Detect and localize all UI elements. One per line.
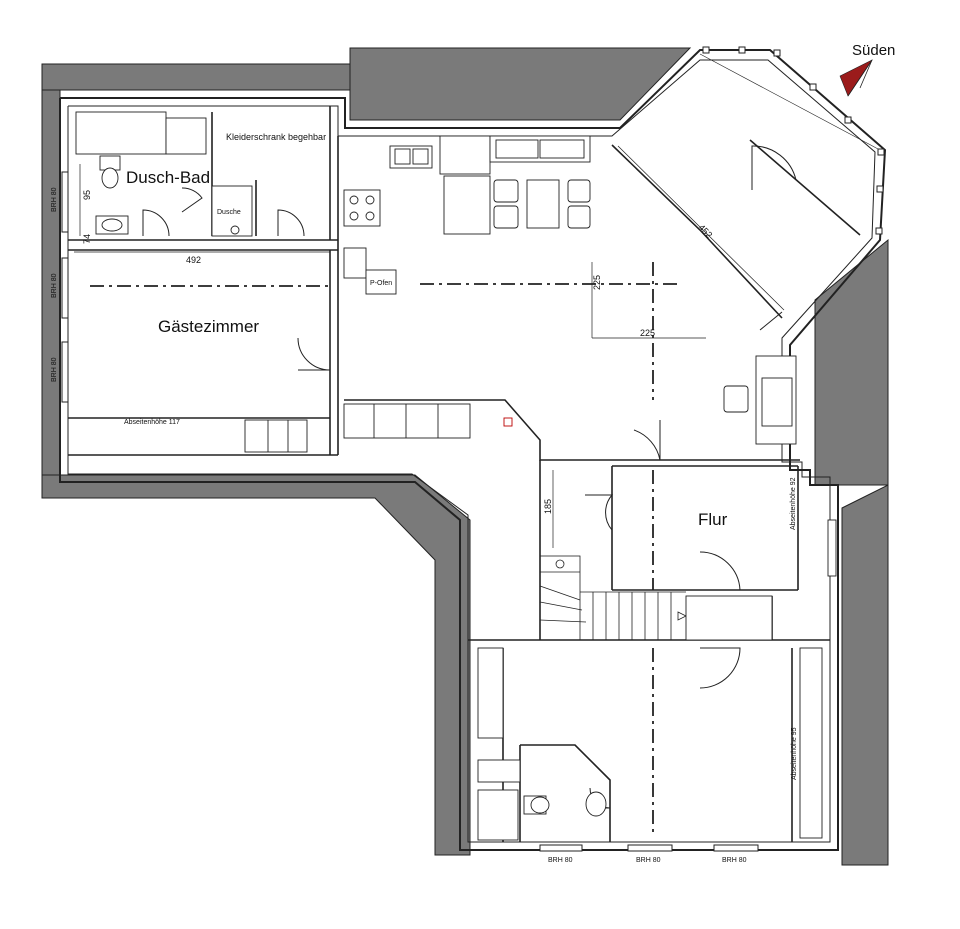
compass-arrow-icon [839, 59, 873, 97]
wall-niche [799, 647, 823, 839]
brh-left-2: BRH 80 [51, 273, 58, 298]
door-hall-bottom [699, 551, 741, 591]
brh-left-1: BRH 80 [51, 187, 58, 212]
window-post [702, 46, 710, 54]
roof-right-lower [841, 484, 889, 866]
label-knee-wall-guest: Abseitenhöhe 117 [124, 419, 180, 426]
door-hall-top [633, 420, 661, 461]
window-post [877, 148, 885, 156]
room-label-hall: Flur [698, 510, 728, 529]
brh-bottom-3: BRH 80 [722, 857, 747, 864]
door-bath [142, 209, 170, 237]
dining-table [526, 179, 560, 229]
armchair [723, 385, 749, 413]
roof-top-middle [349, 47, 692, 121]
door-corner [759, 311, 783, 331]
label-wardrobe: Kleiderschrank begehbar [226, 132, 326, 142]
right-window-frame [827, 519, 837, 577]
window [61, 171, 69, 233]
room-label-bath: Dusch-Bad [126, 168, 210, 187]
window-post [876, 185, 884, 193]
window [539, 844, 583, 852]
window-post [875, 227, 883, 235]
window-post [844, 116, 852, 124]
chair [493, 179, 519, 203]
bay-window [699, 46, 885, 235]
roof-top-left [41, 63, 351, 91]
window [61, 341, 69, 403]
room-label-guest: Gästezimmer [158, 317, 259, 336]
doors [142, 145, 797, 809]
label-stove: P-Ofen [370, 280, 392, 287]
brh-bottom-2: BRH 80 [636, 857, 661, 864]
brh-left-3: BRH 80 [51, 357, 58, 382]
bath-cabinet [165, 117, 207, 155]
brh-bottom-1: BRH 80 [548, 857, 573, 864]
dim-74: 74 [82, 234, 92, 244]
toilet-bowl-icon [101, 167, 119, 189]
window [61, 257, 69, 319]
dimension-lines [74, 145, 785, 548]
furniture [75, 111, 837, 841]
left-windows [61, 171, 69, 403]
roof-areas [41, 47, 889, 866]
bath-vanity [75, 111, 167, 155]
stair-post-icon [555, 559, 565, 569]
label-knee-wall-lower: Abseitenhöhe 95 [791, 727, 798, 780]
window [713, 844, 759, 852]
bottom-windows [539, 844, 759, 852]
window [627, 844, 673, 852]
low-cabinet [343, 403, 471, 439]
door-bay [751, 145, 797, 190]
lower-cabinet-3 [477, 789, 519, 841]
door-shower [181, 187, 203, 213]
dim-452: 452 [697, 222, 715, 240]
window-post [809, 83, 817, 91]
oven-icon [343, 247, 367, 279]
label-knee-wall-hall: Abseitenhöhe 92 [790, 477, 797, 530]
chair [493, 205, 519, 229]
smoke-detector-icon [503, 417, 513, 427]
window-post [773, 49, 781, 57]
guest-cabinet [244, 419, 308, 453]
inner-wall-main [67, 59, 876, 843]
roof-mid-left [41, 474, 471, 856]
door-lower [699, 647, 741, 689]
center-lines [90, 262, 680, 835]
dim-185: 185 [543, 499, 553, 514]
label-shower: Dusche [217, 209, 241, 216]
door-guest [297, 337, 331, 371]
roof-right-wing [814, 238, 889, 486]
outer-walls [59, 49, 887, 851]
chair [567, 179, 591, 203]
stove-icon [365, 269, 397, 295]
kitchen-counter [439, 135, 491, 175]
window-post [738, 46, 746, 54]
door-wardrobe [277, 209, 305, 237]
door-hall-left [585, 494, 614, 531]
dim-95: 95 [82, 190, 92, 200]
chair [567, 205, 591, 229]
dim-225-horizontal: 225 [640, 328, 655, 338]
dim-225-vertical: 225 [592, 275, 602, 290]
dim-492: 492 [186, 255, 201, 265]
compass-label: Süden [852, 42, 895, 59]
stair-landing-cabinet [685, 595, 773, 641]
outer-wall-main [59, 49, 887, 851]
staircase [539, 555, 687, 641]
lower-cabinet-2 [477, 759, 521, 783]
wc-sink-icon [585, 791, 607, 817]
hob-icon [343, 189, 381, 227]
lower-cabinet [477, 647, 504, 739]
kitchen-island [443, 175, 491, 235]
